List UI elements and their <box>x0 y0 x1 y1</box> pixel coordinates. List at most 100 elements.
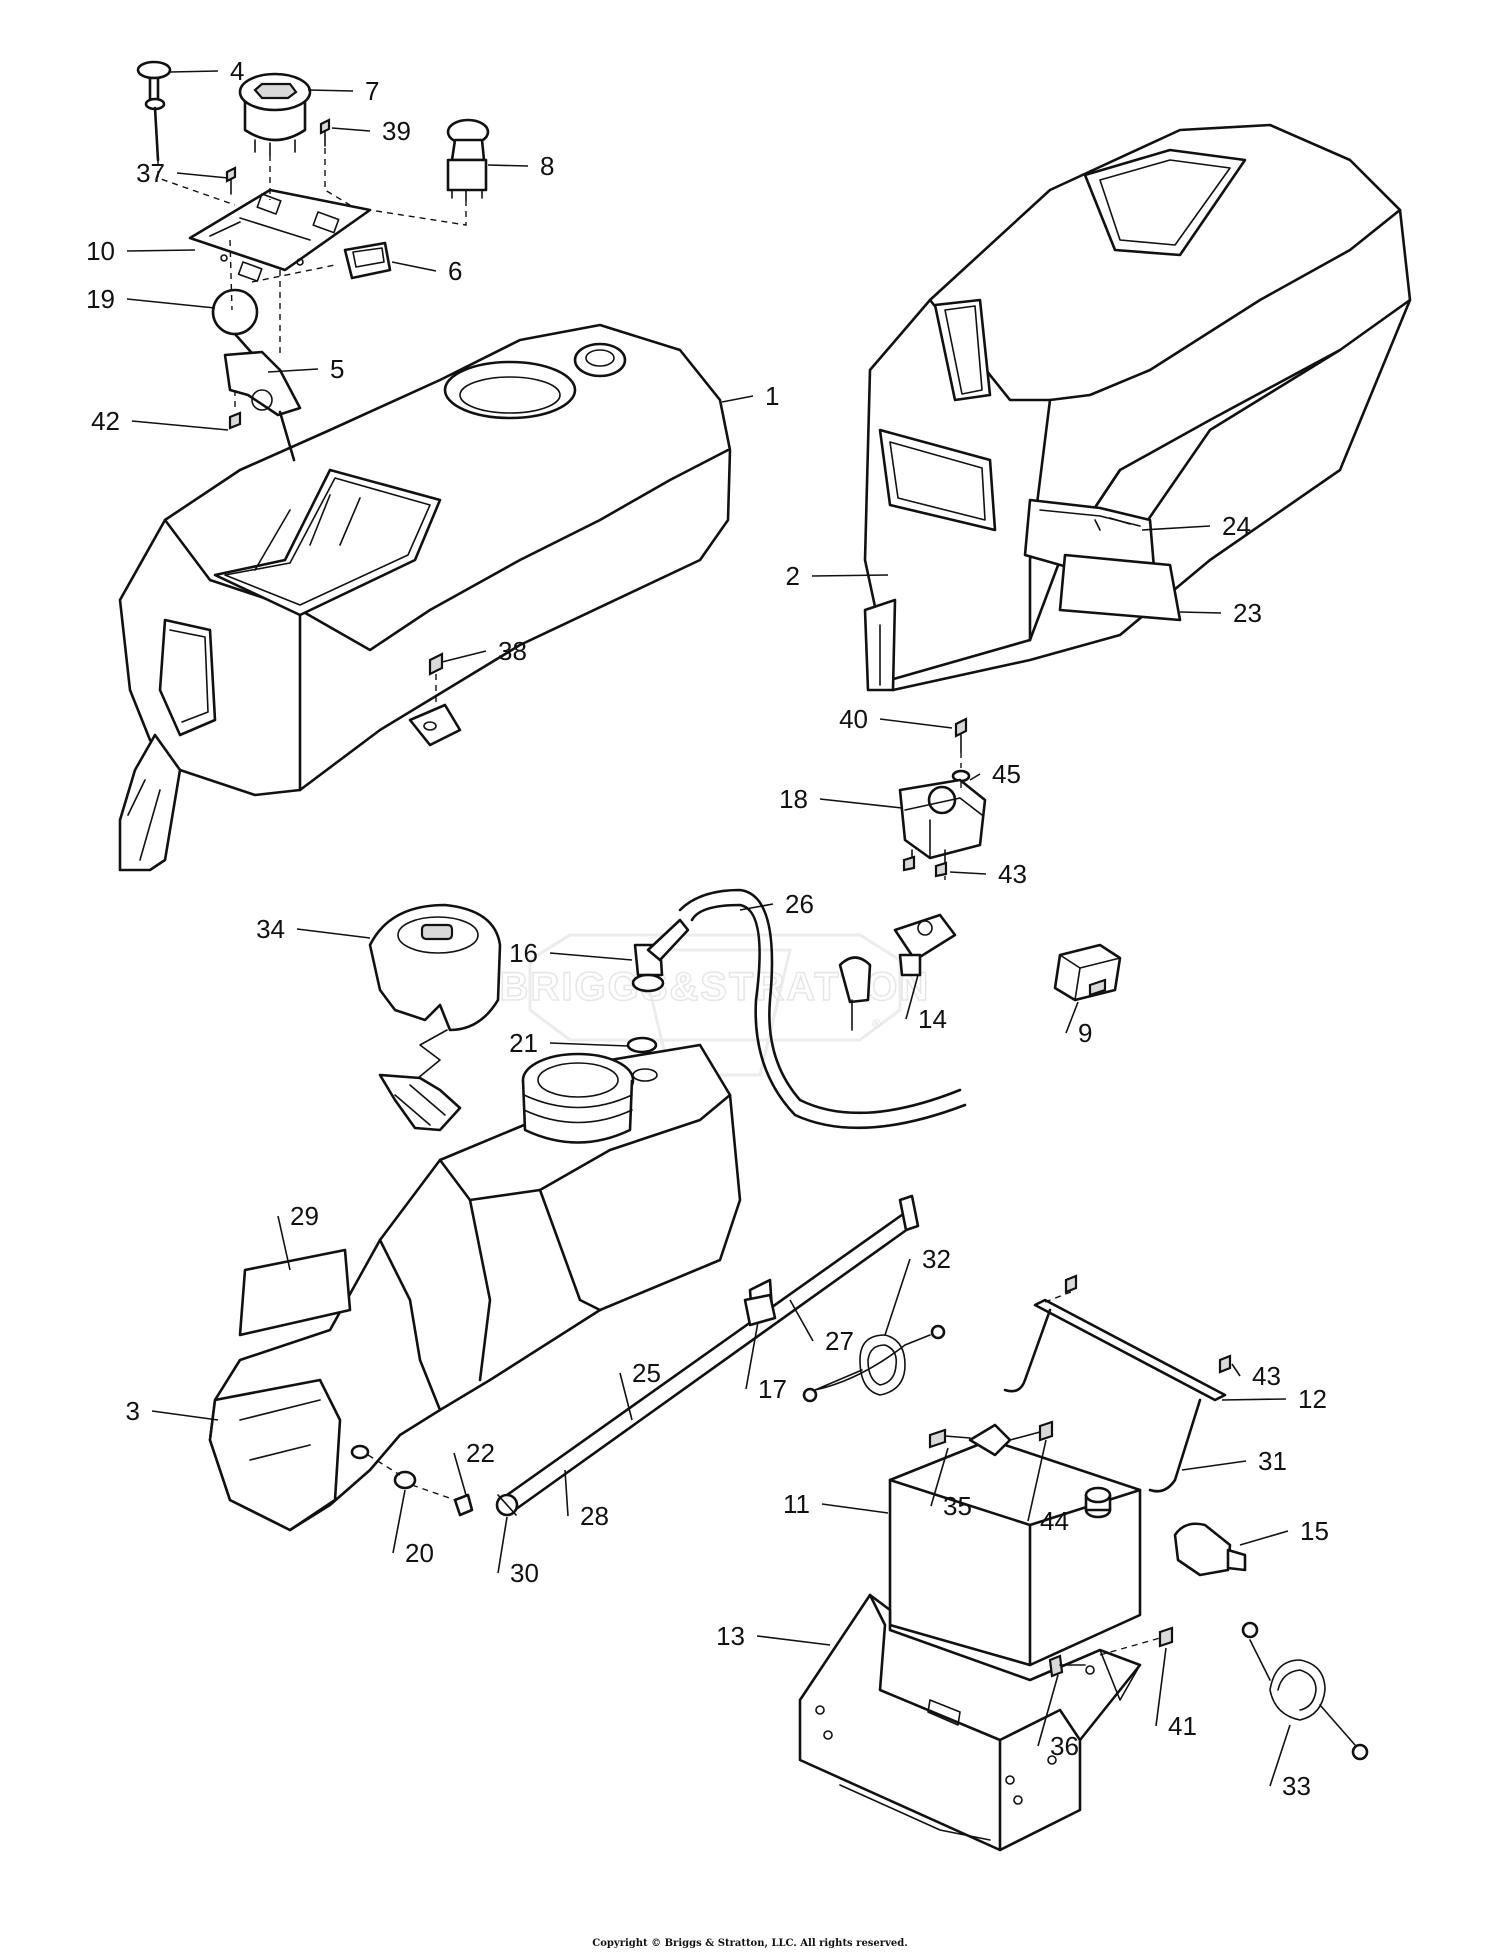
part-23-24-handle <box>1023 498 1182 622</box>
callout-30: 30 <box>510 1558 539 1588</box>
leader-line-45 <box>969 773 981 781</box>
callout-29: 29 <box>290 1201 319 1231</box>
callout-28: 28 <box>580 1501 609 1531</box>
callout-41: 41 <box>1168 1711 1197 1741</box>
leader-line-27 <box>789 1299 814 1342</box>
leader-line-16 <box>549 952 633 961</box>
leader-line-24 <box>1141 525 1211 531</box>
leader-line-22 <box>453 1452 467 1496</box>
leader-line-37 <box>176 172 229 179</box>
callout-33: 33 <box>1282 1771 1311 1801</box>
callout-37: 37 <box>136 158 165 188</box>
copyright-text: Copyright © Briggs & Stratton, LLC. All … <box>592 1938 908 1949</box>
callout-15: 15 <box>1300 1516 1329 1546</box>
leader-line-2 <box>811 574 889 577</box>
callout-16: 16 <box>509 938 538 968</box>
callout-35: 35 <box>943 1491 972 1521</box>
callout-32: 32 <box>922 1244 951 1274</box>
leader-line-11 <box>821 1503 889 1514</box>
leader-line-17 <box>745 1321 759 1390</box>
leader-line-42 <box>131 420 229 431</box>
leader-line-12 <box>1221 1398 1287 1401</box>
callout-2: 2 <box>786 561 800 591</box>
leader-line-35 <box>930 1447 949 1507</box>
callout-leaders <box>126 70 1291 1787</box>
part-26-fuel-line <box>631 888 967 1130</box>
part-2-rear-body <box>863 123 1412 692</box>
callout-20: 20 <box>405 1538 434 1568</box>
part-12-hold-down <box>1003 1274 1232 1493</box>
callout-8: 8 <box>540 151 554 181</box>
callout-26: 26 <box>785 889 814 919</box>
leader-line-9 <box>1065 1001 1079 1034</box>
leader-line-43a <box>949 871 987 875</box>
callout-43b: 43 <box>1252 1361 1281 1391</box>
part-1-dash-console <box>118 323 732 872</box>
leader-line-33 <box>1269 1724 1291 1787</box>
leader-line-44 <box>1027 1439 1047 1522</box>
callout-4: 4 <box>230 56 244 86</box>
leader-line-38 <box>441 650 487 663</box>
leader-line-34 <box>296 928 371 939</box>
leader-line-10 <box>126 249 196 252</box>
part-34-fuel-cap <box>368 903 658 1132</box>
leader-line-43b <box>1231 1363 1241 1377</box>
leader-line-21 <box>549 1042 629 1047</box>
callout-45: 45 <box>992 759 1021 789</box>
callout-17: 17 <box>758 1374 787 1404</box>
callout-25: 25 <box>632 1358 661 1388</box>
leader-line-5 <box>267 368 319 373</box>
callout-39: 39 <box>382 116 411 146</box>
leader-line-28 <box>564 1469 569 1517</box>
watermark-mark: ® <box>872 1017 881 1031</box>
callout-13: 13 <box>716 1621 745 1651</box>
callout-3: 3 <box>126 1396 140 1426</box>
callout-12: 12 <box>1298 1384 1327 1414</box>
leader-line-8 <box>487 164 529 167</box>
leader-line-14 <box>905 974 919 1020</box>
leader-line-3 <box>151 1410 219 1421</box>
control-panel-assembly <box>136 60 490 462</box>
part-25-27-28-fuel-hose <box>495 1194 920 1517</box>
leader-line-4 <box>169 70 219 73</box>
leader-line-13 <box>756 1635 831 1646</box>
callout-22: 22 <box>466 1438 495 1468</box>
part-38-bolt-bracket <box>408 652 462 747</box>
leader-line-23 <box>1179 611 1222 614</box>
callout-24: 24 <box>1222 511 1251 541</box>
callout-5: 5 <box>330 354 344 384</box>
callout-7: 7 <box>365 76 379 106</box>
leader-line-39 <box>331 127 371 132</box>
callout-23: 23 <box>1233 598 1262 628</box>
part-33-cable <box>1241 1621 1369 1761</box>
callout-21: 21 <box>509 1028 538 1058</box>
leader-line-15 <box>1239 1530 1289 1546</box>
leader-line-40 <box>879 718 953 729</box>
leader-line-18 <box>819 798 903 809</box>
leader-line-7 <box>307 89 354 92</box>
part-18-solenoid <box>898 717 987 880</box>
callout-42: 42 <box>91 406 120 436</box>
leader-line-41 <box>1155 1647 1167 1727</box>
part-9-module <box>1053 943 1122 1002</box>
callout-38: 38 <box>498 636 527 666</box>
leader-line-36 <box>1037 1674 1059 1747</box>
callout-27: 27 <box>825 1326 854 1356</box>
callout-19: 19 <box>86 284 115 314</box>
leader-line-6 <box>391 261 437 272</box>
leader-line-32 <box>884 1258 911 1336</box>
part-11-battery <box>888 1420 1247 1667</box>
callout-43a: 43 <box>998 859 1027 889</box>
callout-10: 10 <box>86 236 115 266</box>
leader-line-26 <box>739 903 774 911</box>
part-3-fuel-tank <box>208 1043 742 1532</box>
leader-line-1 <box>721 395 754 403</box>
callout-34: 34 <box>256 914 285 944</box>
callout-36: 36 <box>1050 1731 1079 1761</box>
callout-6: 6 <box>448 256 462 286</box>
callout-40: 40 <box>839 704 868 734</box>
callout-18: 18 <box>779 784 808 814</box>
